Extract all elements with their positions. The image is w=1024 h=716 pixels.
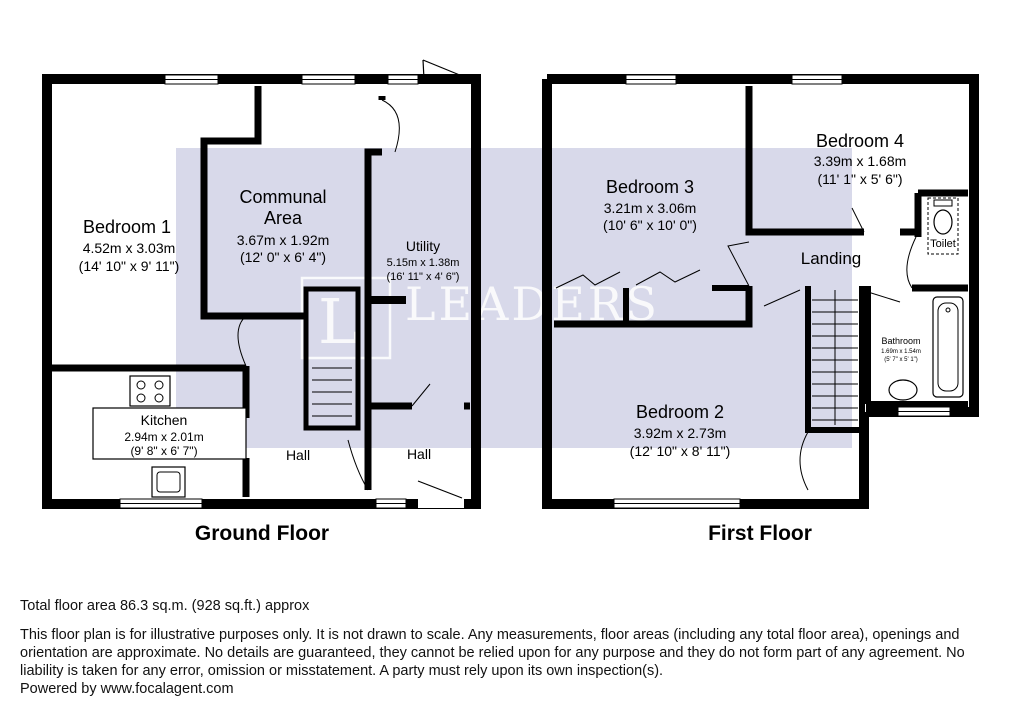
ground-floor-labels: Bedroom 1 4.52m x 3.03m (14' 10" x 9' 11… [79,187,460,545]
kitchen-metric: 2.94m x 2.01m [124,430,203,444]
bedroom2-imperial: (12' 10" x 8' 11") [630,443,731,459]
communal-wall [200,86,306,320]
bathroom-name: Bathroom [881,336,920,346]
landing-name: Landing [801,249,862,268]
ground-windows [119,74,464,509]
hob-icon [129,375,171,407]
ground-floor-title: Ground Floor [195,522,329,545]
communal-metric: 3.67m x 1.92m [237,232,330,248]
bathroom-imperial: (5' 7" x 5' 1") [884,357,918,363]
first-stair-box [805,286,865,433]
toilet-icon [933,209,953,235]
bedroom2-name: Bedroom 2 [636,402,724,422]
disclaimer-block: This floor plan is for illustrative purp… [20,626,1005,698]
toilet-icon-box [927,197,959,255]
bedroom3-metric: 3.21m x 3.06m [604,200,697,216]
communal-imperial: (12' 0" x 6' 4") [240,249,326,265]
total-floor-area: Total floor area 86.3 sq.m. (928 sq.ft.)… [20,598,310,614]
utility-metric: 5.15m x 1.38m [387,257,460,269]
communal-name-line1: Communal [239,187,326,207]
bedroom4-metric: 3.39m x 1.68m [814,153,907,169]
utility-name: Utility [406,238,440,254]
bathroom-metric: 1.69m x 1.54m [881,349,921,355]
ground-floor-plan [42,59,481,509]
kitchen-name: Kitchen [141,412,188,428]
bedroom1-imperial: (14' 10" x 9' 11") [79,258,180,274]
utility-imperial: (16' 11" x 4' 6") [387,271,460,283]
hall-left-name: Hall [286,447,310,463]
bedroom3-name: Bedroom 3 [606,177,694,197]
kitchen-counter [92,407,247,460]
bedroom3-imperial: (10' 6" x 10' 0") [603,217,697,233]
communal-name-line2: Area [264,208,303,228]
bedroom4-imperial: (11' 1" x 5' 6") [817,171,902,187]
utility-wall [364,148,382,440]
hall-right-name: Hall [407,446,431,462]
first-windows [613,74,951,509]
watermark-box [176,148,852,448]
powered-by-link[interactable]: Powered by www.focalagent.com [20,681,234,697]
first-floor-title: First Floor [708,522,812,545]
first-floor-labels: Bedroom 3 3.21m x 3.06m (10' 6" x 10' 0"… [603,131,956,545]
disclaimer-text: This floor plan is for illustrative purp… [20,627,965,679]
bedroom4-wall [745,86,864,236]
bedroom1-name: Bedroom 1 [83,217,171,237]
bedroom2-metric: 3.92m x 2.73m [634,425,727,441]
watermark-logo-letter: L [318,285,362,358]
toilet-name: Toilet [930,238,956,250]
kitchen-imperial: (9' 8" x 6' 7") [130,444,197,458]
bath-icon [932,296,964,398]
bedroom3-wall [554,286,753,328]
bathroom-toilet-icon [888,379,918,401]
ground-stair-box [303,286,361,431]
bedroom4-name: Bedroom 4 [816,131,904,151]
bedroom1-metric: 4.52m x 3.03m [83,240,176,256]
